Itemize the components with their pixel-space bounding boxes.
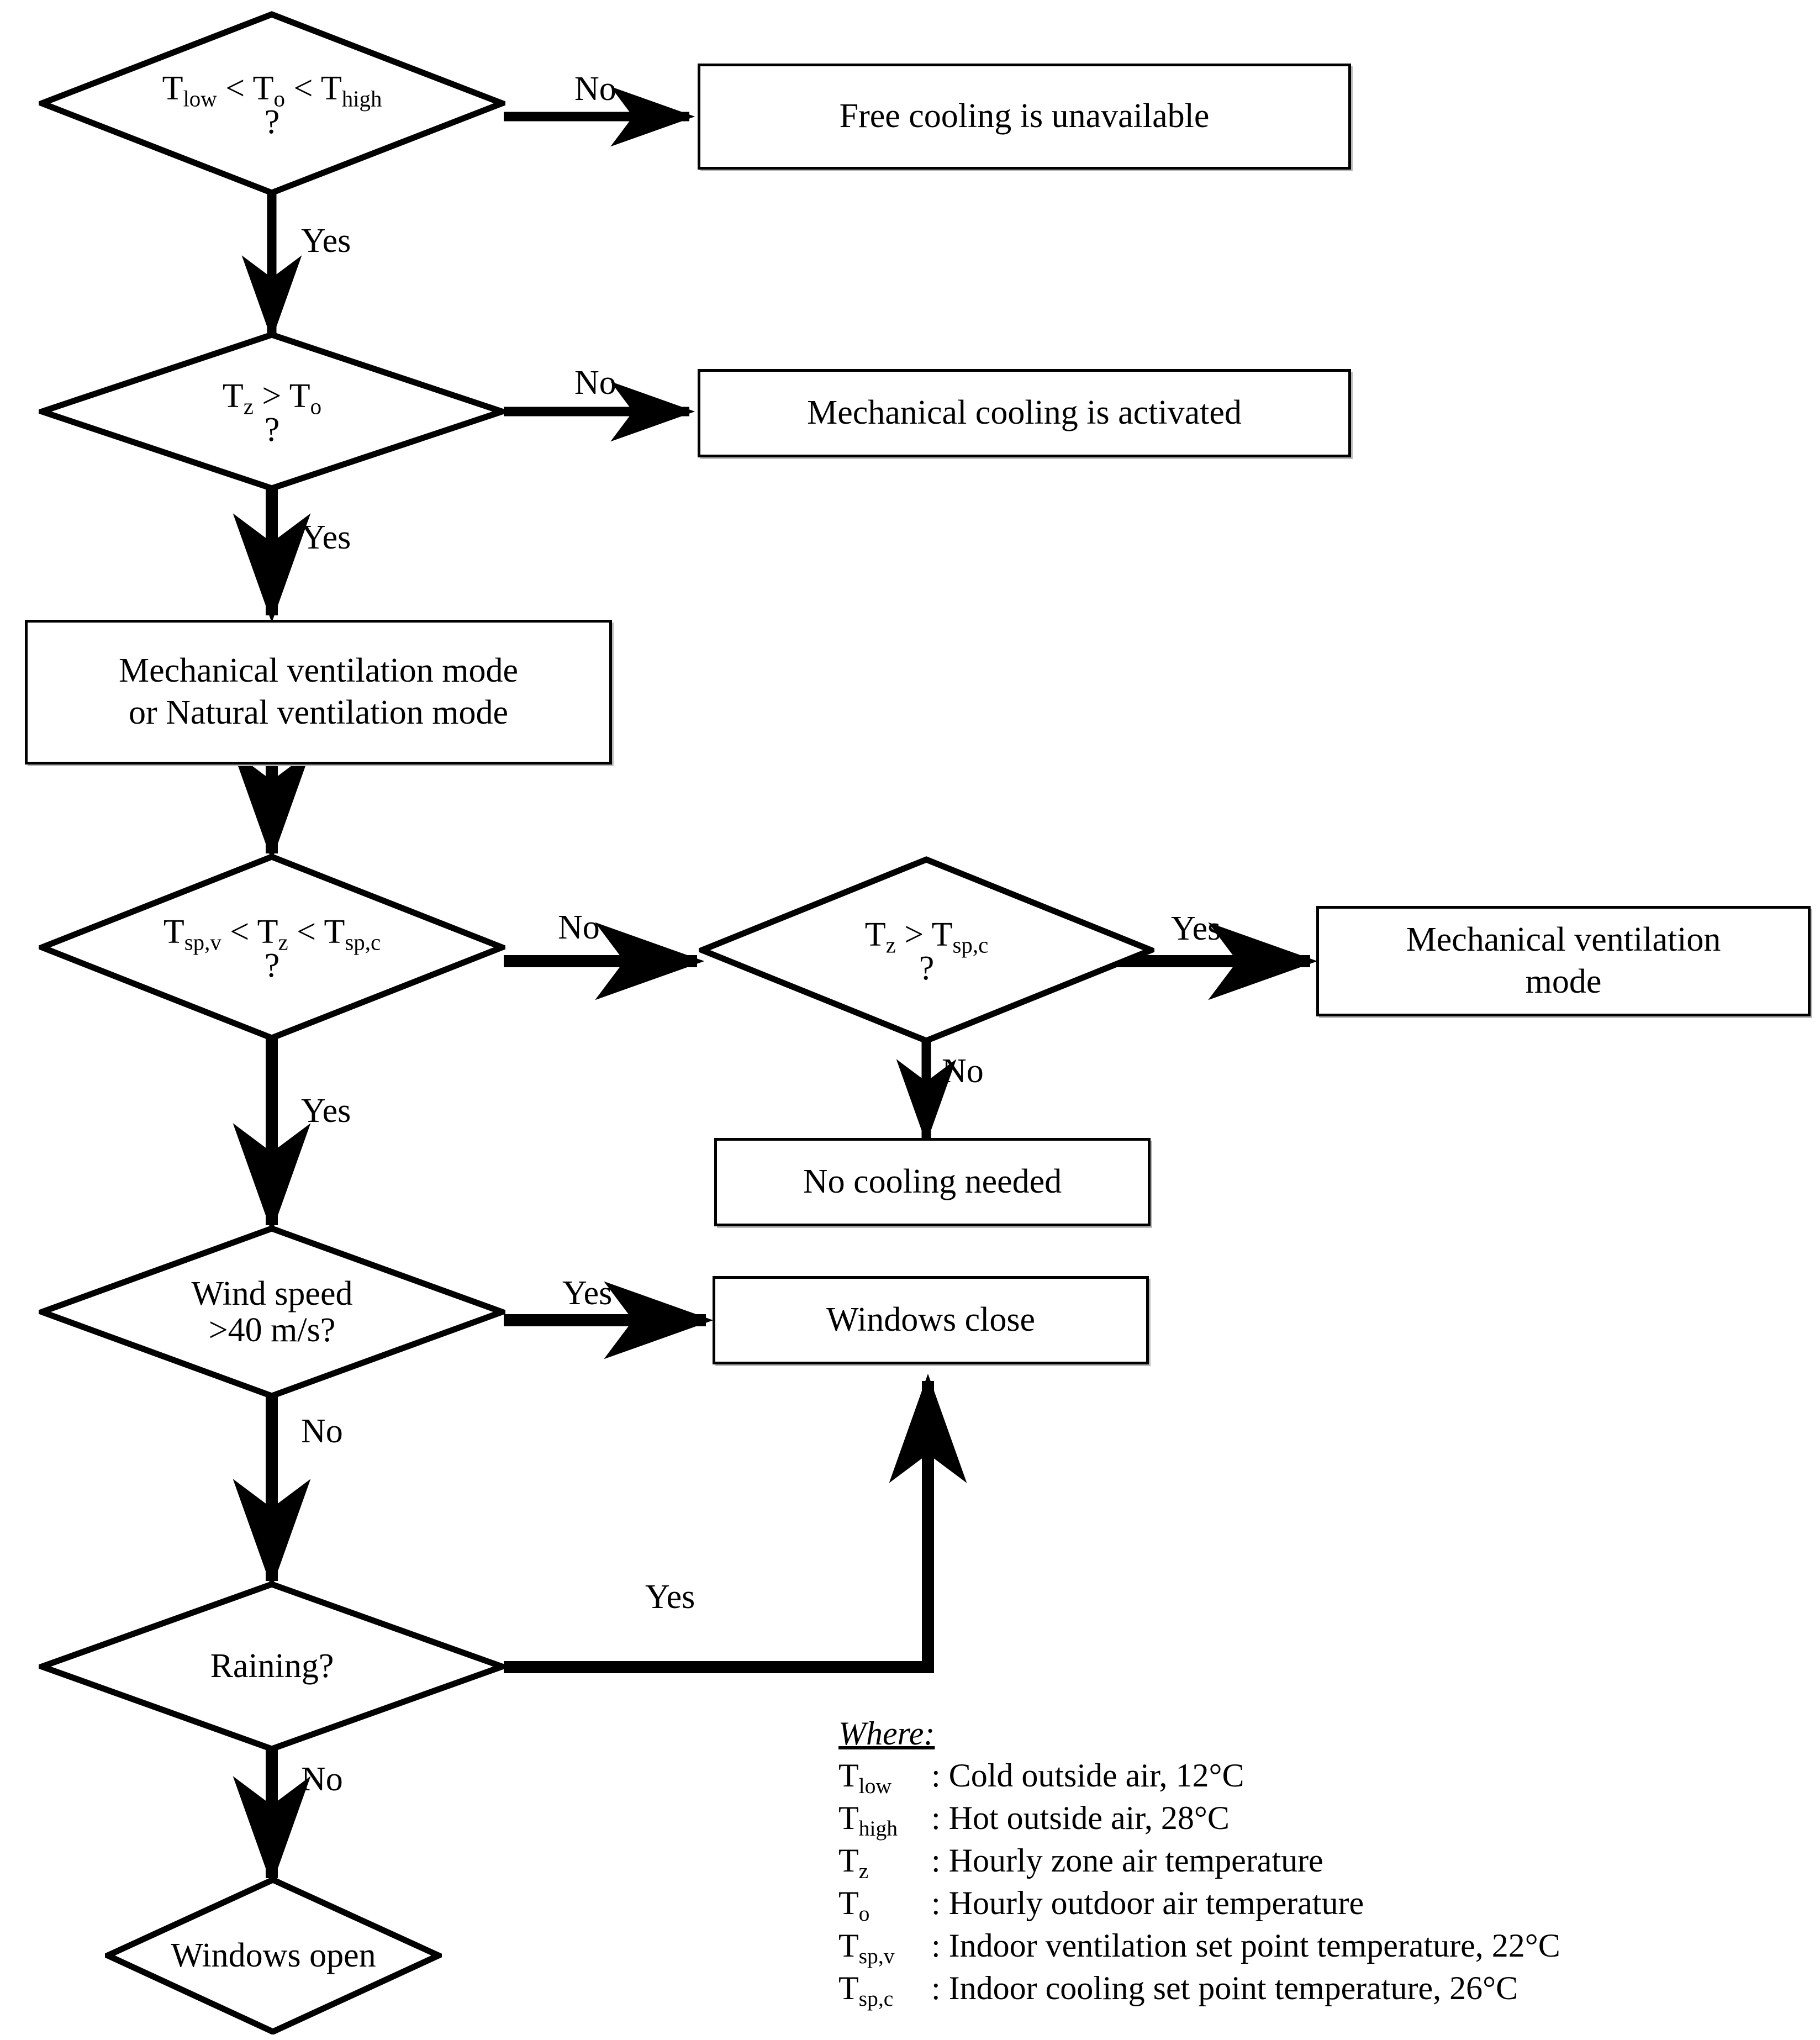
- decision-raining[interactable]: Raining?: [39, 1581, 505, 1752]
- diamond-shape: [39, 331, 505, 492]
- legend-title: Where:: [838, 1715, 935, 1752]
- edge-d6-to-windows-close: [504, 1373, 967, 1673]
- legend-symbol: Thigh: [838, 1800, 898, 1841]
- diamond-shape: [105, 1877, 442, 2034]
- legend-symbol: Tsp,c: [838, 1970, 894, 2011]
- decision-tz-gt-to[interactable]: Tz > To ?: [39, 331, 505, 492]
- box-label: Windows close: [826, 1301, 1036, 1339]
- diamond-shape: [39, 1225, 505, 1399]
- box-label-line2: mode: [1525, 963, 1602, 1000]
- legend-symbol: Tz: [838, 1842, 869, 1883]
- legend-symbol: To: [838, 1885, 870, 1926]
- legend-row: Tz : Hourly zone air temperature: [838, 1842, 1560, 1883]
- box-label-line1: Mechanical ventilation mode: [118, 652, 519, 690]
- box-label: Free cooling is unavailable: [839, 97, 1210, 135]
- decision-tlow-to-thigh[interactable]: Tlow < To < Thigh ?: [39, 11, 505, 196]
- diamond-shape: [39, 1581, 505, 1752]
- legend-definition: : Indoor ventilation set point temperatu…: [931, 1927, 1560, 1964]
- legend-row: To : Hourly outdoor air temperature: [838, 1885, 1560, 1926]
- legend-definition: : Hourly outdoor air temperature: [931, 1885, 1364, 1921]
- box-label: No cooling needed: [803, 1163, 1062, 1201]
- edge-label-d2-no: No: [574, 364, 616, 402]
- legend-definition: : Hot outside air, 28°C: [931, 1800, 1230, 1836]
- edge-label-d3-no: No: [558, 909, 600, 946]
- legend-symbol: Tlow: [838, 1757, 892, 1798]
- edge-label-d2-yes: Yes: [301, 519, 351, 556]
- box-label-line1: Mechanical ventilation: [1406, 921, 1721, 959]
- legend-row: Tsp,c : Indoor cooling set point temperat…: [838, 1970, 1560, 2011]
- legend: Where: Tlow : Cold outside air, 12°C Thigh…: [838, 1717, 1560, 2014]
- edge-label-d4-yes: Yes: [1171, 910, 1221, 947]
- decision-tspv-tz-tspc[interactable]: Tsp,v < Tz < Tsp,c ?: [39, 853, 505, 1041]
- box-mechanical-cooling-activated[interactable]: Mechanical cooling is activated: [698, 369, 1351, 457]
- legend-row: Tlow : Cold outside air, 12°C: [838, 1757, 1560, 1798]
- box-label: Mechanical cooling is activated: [807, 394, 1242, 432]
- edge-label-d5-yes: Yes: [562, 1274, 613, 1312]
- legend-row: Tsp,v : Indoor ventilation set point temp…: [838, 1927, 1560, 1968]
- legend-definition: : Hourly zone air temperature: [931, 1842, 1323, 1879]
- diamond-shape: [699, 856, 1154, 1044]
- decision-tz-gt-tspc[interactable]: Tz > Tsp,c ?: [699, 856, 1154, 1044]
- box-free-cooling-unavailable[interactable]: Free cooling is unavailable: [698, 64, 1351, 170]
- edge-label-d1-no: No: [574, 70, 616, 108]
- terminal-windows-open[interactable]: Windows open: [105, 1877, 442, 2034]
- legend-row: Thigh : Hot outside air, 28°C: [838, 1800, 1560, 1841]
- box-windows-close[interactable]: Windows close: [713, 1276, 1149, 1364]
- decision-wind-speed[interactable]: Wind speed >40 m/s?: [39, 1225, 505, 1399]
- edge-label-d3-yes: Yes: [301, 1092, 351, 1130]
- edge-label-d1-yes: Yes: [301, 222, 351, 260]
- legend-symbol: Tsp,v: [838, 1927, 895, 1968]
- box-no-cooling-needed[interactable]: No cooling needed: [714, 1138, 1151, 1226]
- diamond-shape: [39, 11, 505, 196]
- legend-entries: Tlow : Cold outside air, 12°C Thigh : Hot o…: [838, 1757, 1560, 2011]
- edge-label-d5-no: No: [301, 1412, 343, 1450]
- box-mechanical-ventilation-mode[interactable]: Mechanical ventilation mode: [1316, 906, 1811, 1016]
- legend-definition: : Indoor cooling set point temperature, …: [931, 1970, 1518, 2006]
- box-label-line2: or Natural ventilation mode: [129, 694, 508, 731]
- diamond-shape: [39, 853, 505, 1041]
- edge-label-d6-no: No: [301, 1760, 343, 1798]
- edge-label-d6-yes: Yes: [645, 1578, 695, 1616]
- edge-label-d4-no: No: [942, 1052, 984, 1090]
- box-ventilation-mode[interactable]: Mechanical ventilation mode or Natural v…: [25, 620, 612, 765]
- legend-definition: : Cold outside air, 12°C: [931, 1757, 1244, 1794]
